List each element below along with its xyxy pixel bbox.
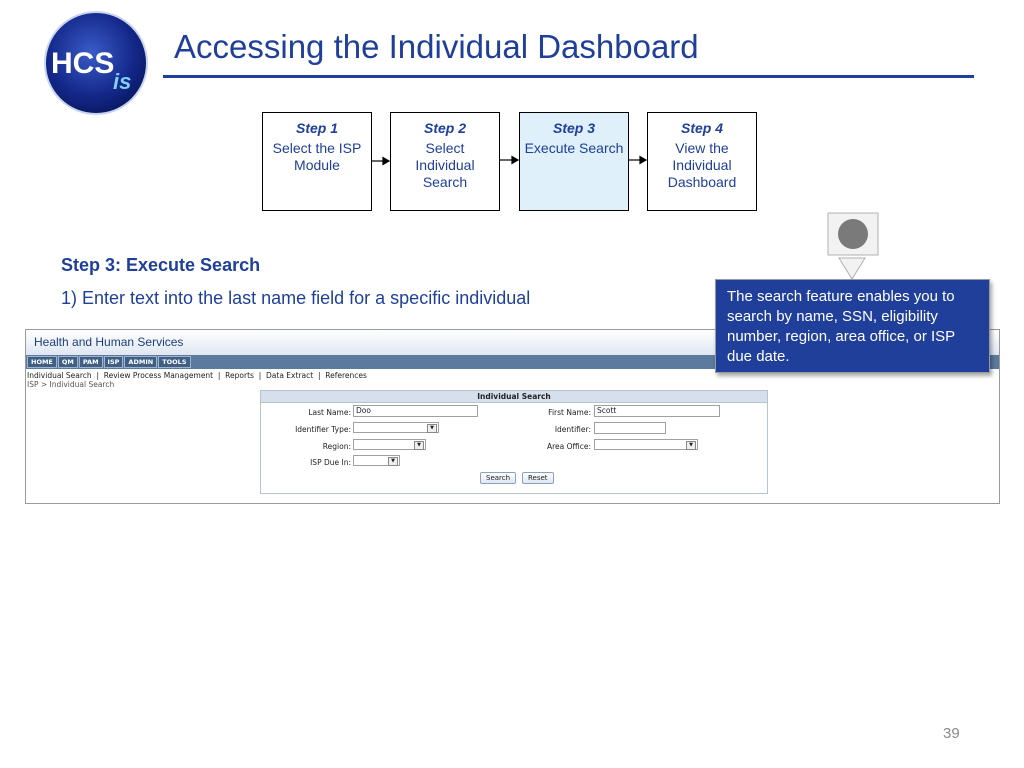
title-divider [163, 75, 974, 78]
tab-pam[interactable]: PAM [78, 356, 103, 368]
identifier-input[interactable] [594, 422, 666, 434]
identifier-type-select[interactable]: ▼ [353, 422, 439, 433]
step-box-2: Step 2 Select Individual Search [390, 112, 500, 211]
isp-due-label: ISP Due In: [310, 458, 351, 467]
tab-qm[interactable]: QM [57, 356, 78, 368]
step-description: Execute Search [524, 140, 624, 156]
first-name-label: First Name: [548, 408, 591, 417]
chevron-down-icon: ▼ [414, 441, 424, 450]
isp-due-select[interactable]: ▼ [353, 455, 400, 466]
search-button[interactable]: Search [480, 472, 517, 484]
step-number: Step 2 [423, 120, 466, 136]
step-box-1: Step 1 Select the ISP Module [262, 112, 372, 211]
chevron-down-icon: ▼ [388, 457, 398, 466]
chevron-down-icon: ▼ [427, 424, 437, 433]
svg-text:HCS: HCS [51, 47, 114, 80]
step-number: Step 4 [680, 120, 723, 136]
tab-isp[interactable]: ISP [103, 356, 124, 368]
app-subnav[interactable]: Individual Search | Review Process Manag… [27, 371, 367, 380]
svg-text:is: is [113, 69, 131, 94]
callout-pointer-icon [838, 257, 866, 280]
section-heading: Step 3: Execute Search [61, 255, 261, 275]
first-name-input[interactable]: Scott [594, 405, 720, 417]
step-box-4: Step 4 View the Individual Dashboard [647, 112, 757, 211]
hcsis-logo: HCS is [44, 11, 148, 115]
tab-home[interactable]: HOME [27, 356, 57, 368]
pointer-indicator-icon [827, 212, 879, 256]
form-title: Individual Search [261, 391, 767, 403]
tab-admin[interactable]: ADMIN [124, 356, 158, 368]
step-box-3: Step 3 Execute Search [519, 112, 629, 211]
region-label: Region: [322, 442, 351, 451]
step-description: Select Individual Search [415, 140, 475, 190]
chevron-down-icon: ▼ [686, 441, 696, 450]
step-description: View the Individual Dashboard [667, 140, 737, 190]
arrow-head-icon [511, 155, 520, 165]
last-name-label: Last Name: [308, 408, 351, 417]
page-number: 39 [943, 725, 960, 742]
area-office-select[interactable]: ▼ [594, 439, 698, 450]
step-description: Select the ISP Module [272, 140, 362, 173]
tab-tools[interactable]: TOOLS [158, 356, 191, 368]
last-name-input[interactable]: Doo [353, 405, 478, 417]
individual-search-form: Individual Search Last Name: Doo First N… [260, 390, 768, 494]
identifier-type-label: Identifier Type: [295, 425, 351, 434]
area-office-label: Area Office: [546, 442, 591, 451]
instruction-text: 1) Enter text into the last name field f… [61, 288, 531, 308]
slide-title: Accessing the Individual Dashboard [174, 28, 699, 65]
breadcrumb: ISP > Individual Search [27, 380, 115, 389]
step-number: Step 1 [295, 120, 338, 136]
callout-box: The search feature enables you to search… [715, 279, 990, 373]
region-select[interactable]: ▼ [353, 439, 426, 450]
arrow-head-icon [382, 156, 391, 166]
step-number: Step 3 [552, 120, 595, 136]
arrow-head-icon [639, 155, 648, 165]
reset-button[interactable]: Reset [522, 472, 554, 484]
identifier-label: Identifier: [554, 425, 591, 434]
